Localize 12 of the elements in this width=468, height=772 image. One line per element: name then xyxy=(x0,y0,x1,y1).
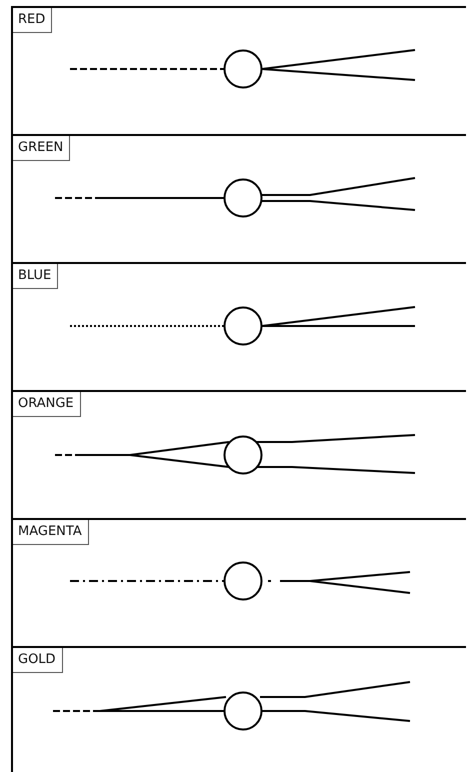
panel xyxy=(11,390,466,518)
panel xyxy=(11,6,466,134)
panel-label: RED xyxy=(13,8,52,33)
panel-label: MAGENTA xyxy=(13,520,89,545)
panel-label: ORANGE xyxy=(13,392,81,417)
panel xyxy=(11,262,466,390)
panel xyxy=(11,646,466,772)
panel-label: BLUE xyxy=(13,264,58,289)
panel-label: GREEN xyxy=(13,136,70,161)
panel xyxy=(11,518,466,646)
panel-label: GOLD xyxy=(13,648,63,673)
panel xyxy=(11,134,466,262)
